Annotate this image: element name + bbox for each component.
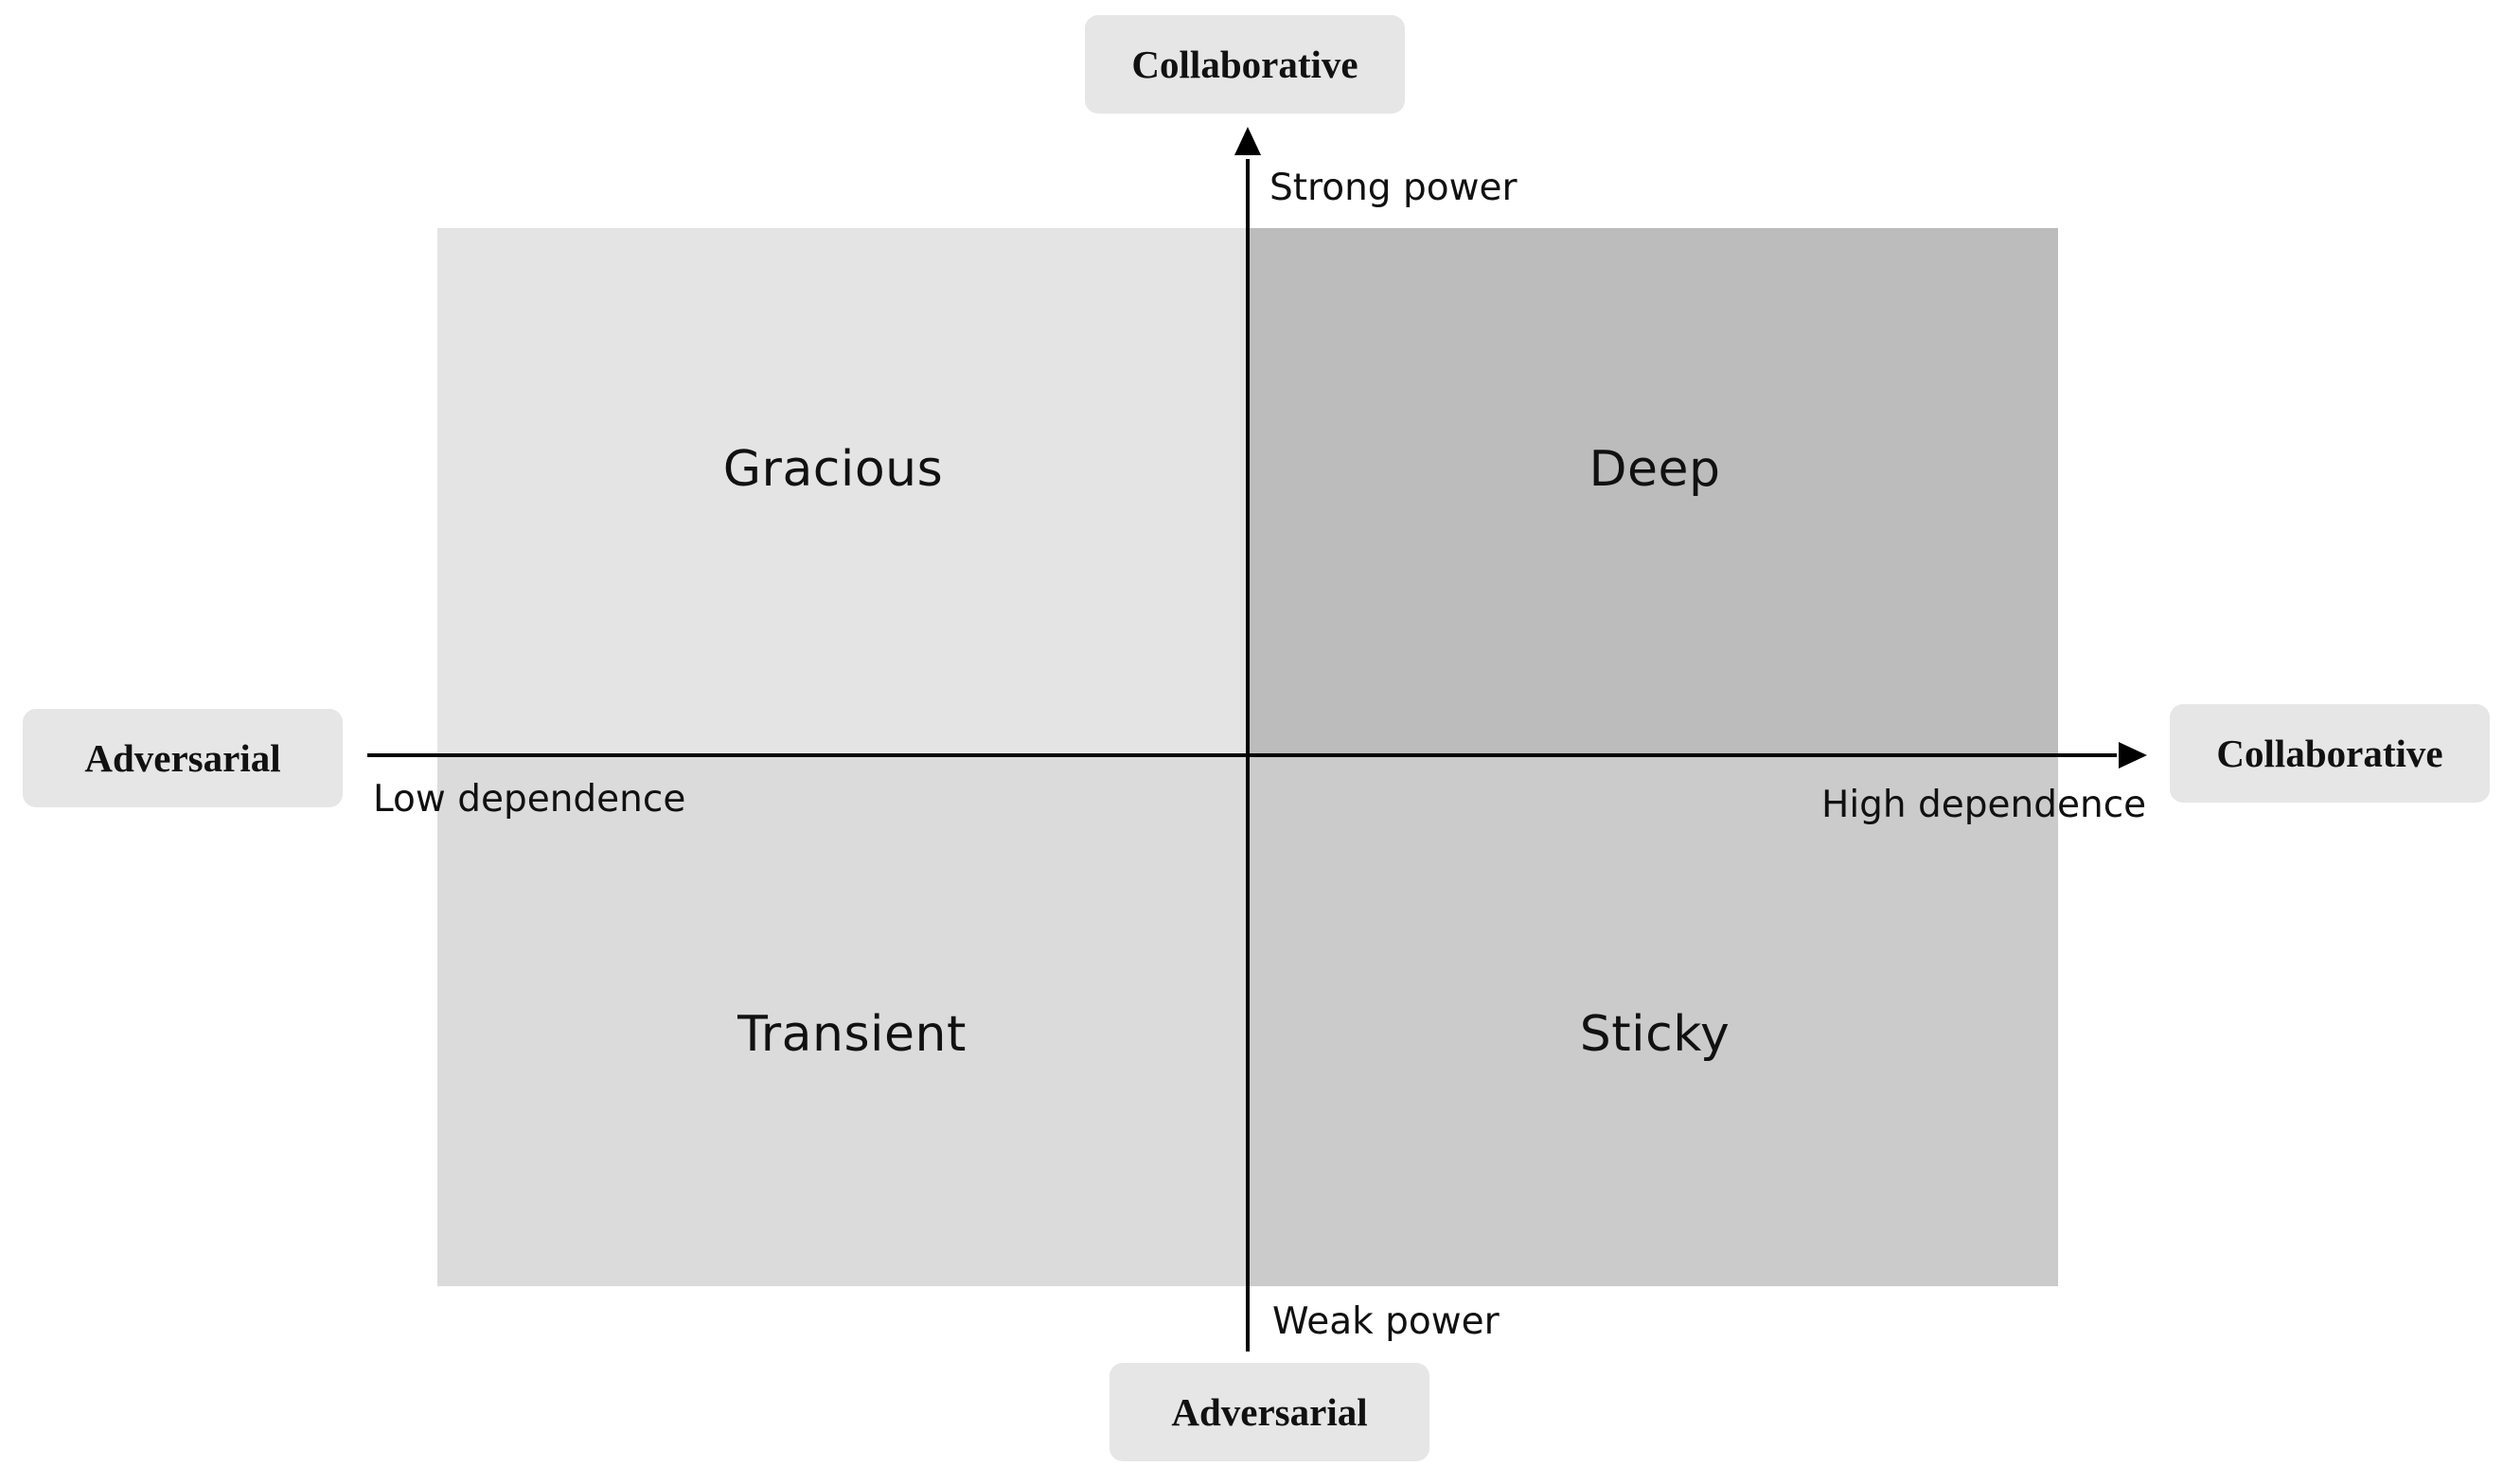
end-label-top: Collaborative: [1085, 15, 1405, 114]
label-weak-power: Weak power: [1272, 1300, 1500, 1343]
label-strong-power: Strong power: [1269, 167, 1518, 209]
quadrant-transient: Transient: [437, 756, 1248, 1286]
quadrant-label-deep: Deep: [1589, 441, 1721, 498]
end-label-left-text: Adversarial: [84, 736, 281, 780]
quadrant-gracious: Gracious: [437, 228, 1248, 756]
end-label-right-text: Collaborative: [2216, 732, 2443, 775]
end-label-top-text: Collaborative: [1131, 43, 1358, 86]
end-label-bottom: Adversarial: [1109, 1363, 1429, 1461]
end-label-right: Collaborative: [2170, 704, 2490, 803]
quadrant-sticky: Sticky: [1248, 756, 2058, 1286]
label-high-dependence: High dependence: [1821, 784, 2147, 826]
quadrant-deep: Deep: [1248, 228, 2058, 756]
quadrant-label-gracious: Gracious: [722, 441, 944, 498]
end-label-left: Adversarial: [23, 709, 343, 807]
horizontal-axis-arrow-icon: [2119, 742, 2147, 768]
quadrant-label-transient: Transient: [737, 1006, 967, 1063]
quadrant-label-sticky: Sticky: [1579, 1006, 1731, 1063]
end-label-bottom-text: Adversarial: [1171, 1390, 1368, 1434]
vertical-axis-arrow-icon: [1234, 127, 1261, 155]
label-low-dependence: Low dependence: [373, 778, 686, 821]
